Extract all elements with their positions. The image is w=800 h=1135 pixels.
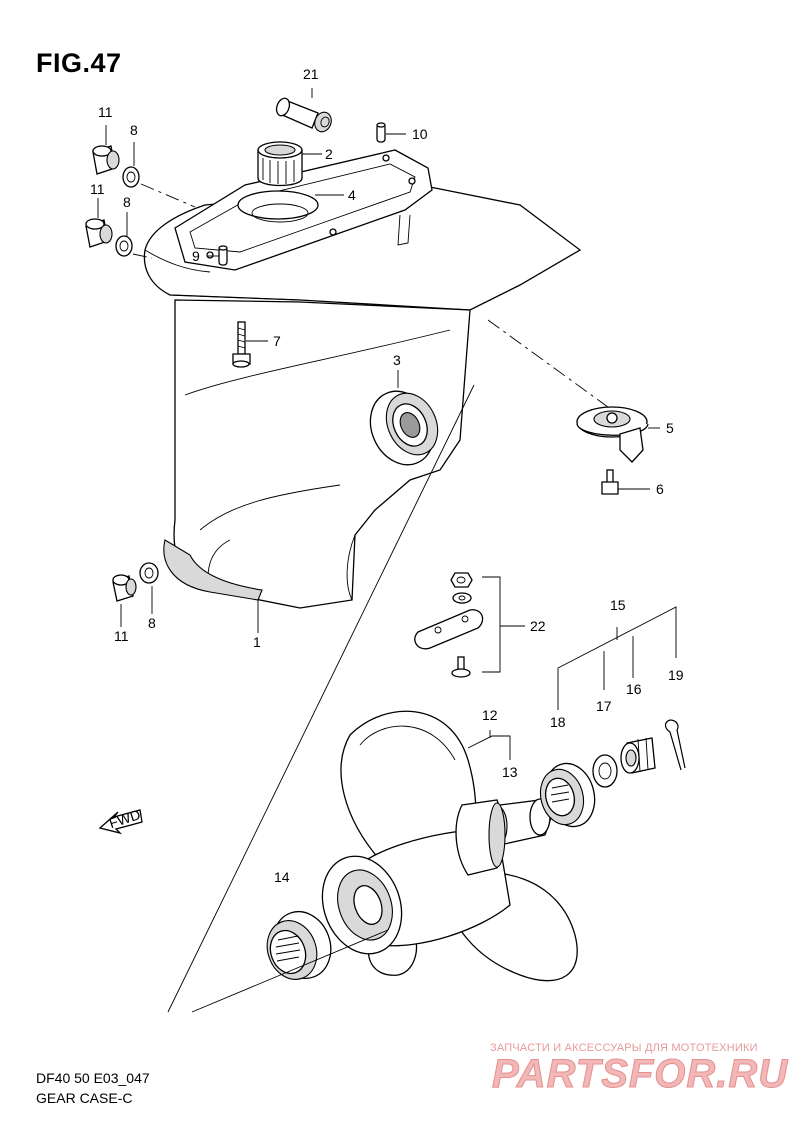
callout-21: 21	[303, 66, 319, 82]
part-16-nut	[620, 737, 656, 774]
callout-8: 8	[148, 615, 156, 631]
part-11-plug-lower	[112, 574, 137, 602]
watermark-logo: PARTSFOR.RU	[491, 1052, 789, 1097]
callout-5: 5	[666, 420, 674, 436]
callout-9: 9	[192, 248, 200, 264]
callout-11: 11	[90, 181, 105, 197]
callout-4: 4	[348, 187, 356, 203]
callout-11: 11	[114, 628, 129, 644]
gear-case-gasket	[174, 149, 433, 271]
callout-12: 12	[482, 707, 498, 723]
fwd-arrow-icon	[98, 809, 143, 835]
part-7-bolt	[232, 321, 251, 368]
callout-8: 8	[130, 122, 138, 138]
callout-22: 22	[530, 618, 546, 634]
callout-2: 2	[325, 146, 333, 162]
leader-lines	[97, 88, 677, 1013]
part-11-plug-upper	[92, 145, 120, 175]
part-3-seal	[369, 390, 439, 466]
part-11-plug-middle	[85, 218, 113, 248]
callout-16: 16	[626, 681, 642, 697]
part-22-kit	[414, 572, 484, 678]
part-21-grommet	[275, 97, 332, 133]
part-8-gasket-middle	[115, 235, 133, 257]
callout-10: 10	[412, 126, 428, 142]
callout-15: 15	[610, 597, 626, 613]
part-6-bolt	[601, 469, 619, 495]
part-17-washer	[592, 754, 618, 788]
part-10-dowel-pin	[376, 122, 386, 143]
callout-18: 18	[550, 714, 566, 730]
part-12-propeller	[321, 710, 578, 982]
diagram-code: DF40 50 E03_047	[36, 1070, 150, 1086]
part-19-cotter-pin	[664, 719, 686, 771]
callout-1: 1	[253, 634, 261, 650]
diagram-name: GEAR CASE-C	[36, 1090, 133, 1106]
part-5-trim-tab	[576, 406, 649, 463]
callout-19: 19	[668, 667, 684, 683]
callout-17: 17	[596, 698, 612, 714]
watermark-tagline: ЗАПЧАСТИ И АКСЕССУАРЫ ДЛЯ МОТОТЕХНИКИ	[490, 1042, 758, 1054]
callout-7: 7	[273, 333, 281, 349]
part-9-dowel-pin	[218, 245, 228, 266]
part-8-gasket-upper	[122, 166, 140, 188]
callout-6: 6	[656, 481, 664, 497]
part-2-bearing	[257, 141, 303, 187]
part-8-gasket-lower	[139, 562, 159, 584]
callout-14: 14	[274, 869, 290, 885]
callout-8: 8	[123, 194, 131, 210]
callout-labels: 21 11 8 2 10 4 11 8 9 7 3 5 6 11 8 1 22 …	[90, 66, 684, 885]
figure-title: FIG.47	[36, 48, 122, 78]
callout-11: 11	[98, 104, 113, 120]
fwd-label: FWD	[107, 806, 142, 831]
callout-13: 13	[502, 764, 518, 780]
part-18-spacer	[539, 762, 596, 828]
callout-3: 3	[393, 352, 401, 368]
gear-case-housing	[143, 184, 582, 609]
